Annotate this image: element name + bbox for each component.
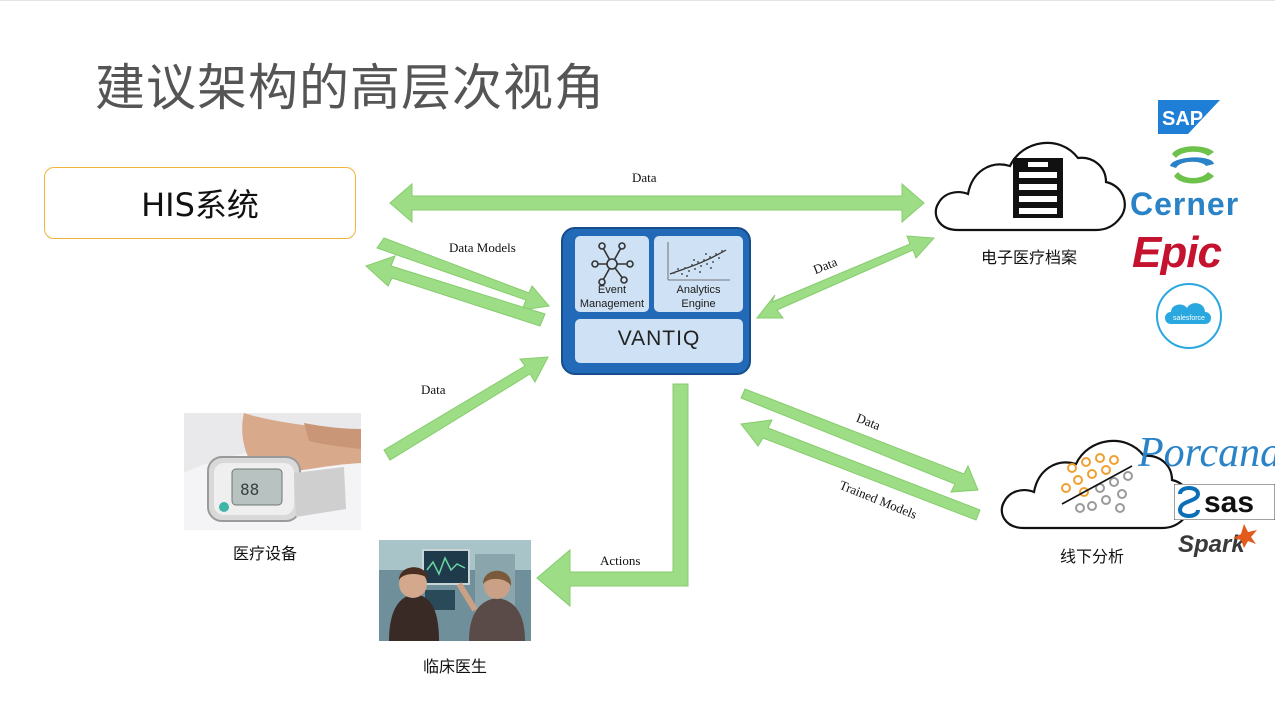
analytics-engine-tile: Analytics Engine bbox=[654, 236, 743, 312]
arrow-vantiq-to-his bbox=[365, 255, 546, 327]
event-label-line2: Management bbox=[579, 298, 645, 310]
vantiq-platform-box: Event Management Analytics Engine VANTIQ bbox=[561, 227, 751, 375]
cerner-emblem-icon bbox=[1170, 146, 1214, 184]
ehr-label: 电子医疗档案 bbox=[981, 248, 1078, 267]
ehr-cloud bbox=[934, 141, 1126, 232]
analytics-label-line1: Analytics bbox=[676, 284, 721, 296]
event-label-line1: Event bbox=[597, 284, 627, 296]
svg-text:sas: sas bbox=[1204, 486, 1254, 519]
edge-label-vantiq-clinician: Actions bbox=[600, 553, 641, 568]
his-system-label: HIS系统 bbox=[141, 186, 259, 224]
scatter-plot-icon bbox=[667, 242, 730, 281]
arrow-his-ehr bbox=[389, 182, 925, 224]
arrow-device-to-vantiq bbox=[383, 356, 549, 461]
spark-logo: Spark bbox=[1178, 524, 1257, 558]
edge-label-device-vantiq: Data bbox=[421, 382, 446, 397]
page-title: 建议架构的高层次视角 bbox=[95, 59, 605, 117]
clinician-photo bbox=[379, 540, 531, 641]
edge-label-his-ehr: Data bbox=[632, 170, 657, 185]
svg-text:Porcana: Porcana bbox=[1138, 430, 1275, 472]
offline-cloud bbox=[1000, 439, 1192, 530]
epic-logo-text: Epic bbox=[1132, 231, 1222, 275]
salesforce-logo: salesforce bbox=[1156, 283, 1222, 349]
arrow-vantiq-to-clinician bbox=[536, 383, 689, 608]
svg-text:SAP: SAP bbox=[1162, 108, 1203, 130]
epic-logo: Epic bbox=[1132, 231, 1246, 275]
cerner-logo-text: Cerner bbox=[1130, 186, 1240, 222]
server-icon bbox=[1013, 158, 1063, 218]
clinician-label: 临床医生 bbox=[423, 657, 488, 676]
svg-text:salesforce: salesforce bbox=[1173, 315, 1205, 322]
medical-device-label: 医疗设备 bbox=[233, 544, 298, 563]
arrow-his-to-vantiq bbox=[376, 237, 550, 311]
offline-label: 线下分析 bbox=[1060, 547, 1125, 566]
sas-logo: sas bbox=[1174, 484, 1275, 520]
vantiq-logo-text: VANTIQ bbox=[617, 327, 701, 350]
vantiq-logo-tile: VANTIQ bbox=[575, 319, 743, 363]
top-rule bbox=[0, 0, 1275, 1]
porcana-logo: Porcana bbox=[1138, 430, 1275, 472]
arrow-vantiq-ehr bbox=[755, 235, 936, 319]
svg-text:Spark: Spark bbox=[1178, 531, 1246, 558]
network-icon bbox=[591, 242, 634, 286]
arrow-offline-to-vantiq bbox=[740, 419, 981, 521]
clustering-icon bbox=[1061, 453, 1133, 513]
sap-logo: SAP bbox=[1158, 100, 1220, 134]
event-management-tile: Event Management bbox=[575, 236, 649, 312]
his-system-box: HIS系统 bbox=[44, 167, 356, 239]
arrow-vantiq-to-offline bbox=[740, 388, 979, 493]
analytics-label-line2: Engine bbox=[681, 298, 716, 310]
medical-device-photo: 88 bbox=[184, 413, 361, 530]
edge-label-his-vantiq: Data Models bbox=[449, 240, 516, 255]
svg-text:88: 88 bbox=[240, 480, 259, 499]
